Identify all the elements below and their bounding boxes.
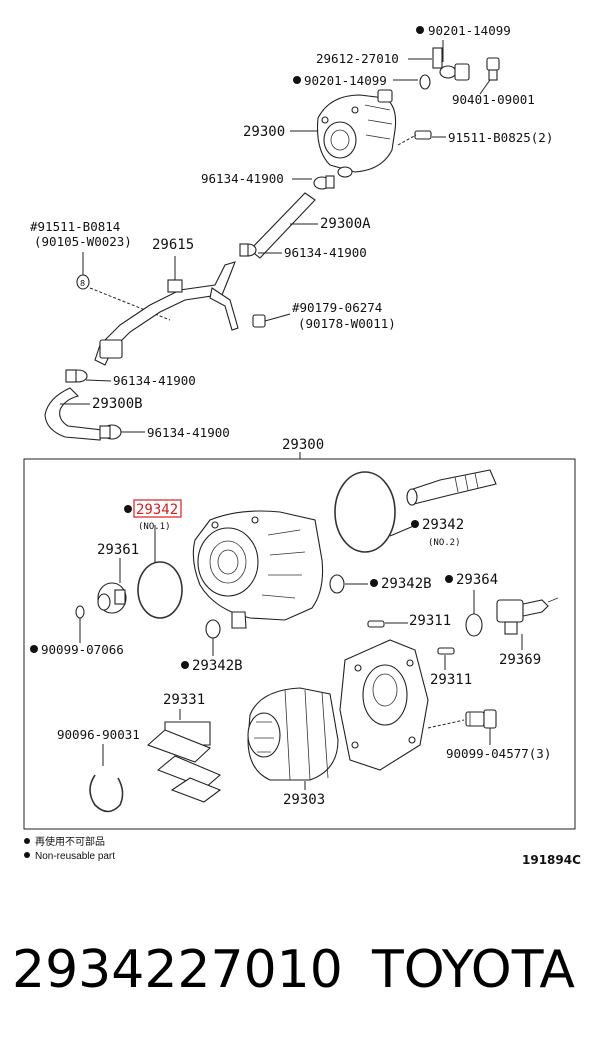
vacuum-pump-icon: [316, 89, 397, 178]
label-29331: 29331: [163, 692, 205, 708]
vacuum-pipe-icon: [94, 261, 239, 366]
o-ring-icon: [137, 561, 183, 619]
label-90099-07066: 90099-07066: [41, 642, 124, 657]
legend-item-jp: 再使用不可部品: [24, 836, 105, 850]
non-reusable-dot: [30, 645, 38, 653]
label-29300A: 29300A: [320, 216, 371, 232]
label-29311-a: 29311: [409, 613, 451, 629]
non-reusable-dot: [370, 579, 378, 587]
label-90179-06274: #90179-06274: [292, 300, 382, 315]
pin-icon: [367, 620, 385, 628]
label-29303: 29303: [283, 792, 325, 808]
bullet-icon: [24, 852, 30, 858]
bolt-icon: [465, 709, 497, 729]
label-29364: 29364: [456, 572, 498, 588]
non-reusable-dot: [293, 76, 301, 84]
snap-ring-icon: [75, 605, 85, 619]
hose-clamp-icon: [65, 369, 88, 383]
o-ring-icon: [329, 574, 345, 594]
label-29311-b: 29311: [430, 672, 472, 688]
label-96134-41900-d: 96134-41900: [147, 425, 230, 440]
label-96134-41900-a: 96134-41900: [201, 171, 284, 186]
label-29342B-left: 29342B: [192, 658, 243, 674]
legend-item-en: Non-reusable part: [24, 850, 115, 864]
check-valve-icon: [496, 597, 559, 635]
label-96134-41900-b: 96134-41900: [284, 245, 367, 260]
brand-name: TOYOTA: [372, 940, 575, 1000]
label-29369: 29369: [499, 652, 541, 668]
label-29300-top: 29300: [243, 124, 285, 140]
label-90096-90031: 90096-90031: [57, 727, 140, 742]
label-90099-04577: 90099-04577(3): [446, 746, 551, 761]
non-reusable-dot: [124, 505, 132, 513]
rotor-icon: [247, 687, 339, 781]
drive-shaft-icon: [406, 469, 497, 506]
pump-housing-icon: [192, 510, 324, 629]
highlight-box: [133, 499, 182, 518]
label-29342-highlighted: 29342: [136, 502, 178, 518]
legend-text-jp: 再使用不可部品: [35, 837, 105, 848]
label-96134-41900-c: 96134-41900: [113, 373, 196, 388]
vacuum-hose-icon: [249, 192, 316, 259]
nut-icon: [252, 314, 266, 328]
label-90401-09001: 90401-09001: [452, 92, 535, 107]
non-reusable-dot: [411, 520, 419, 528]
bolt-icon: [414, 130, 432, 140]
label-29300-box: 29300: [282, 437, 324, 453]
label-no2: (NO.2): [428, 538, 461, 548]
label-90178-W0011: (90178-W0011): [298, 316, 396, 331]
hose-clamp-icon: [239, 243, 257, 257]
legend-text-en: Non-reusable part: [35, 851, 116, 862]
label-91511-B0814: #91511-B0814: [30, 219, 120, 234]
label-90201-14099-mid: 90201-14099: [304, 73, 387, 88]
label-29342-right: 29342: [422, 517, 464, 533]
o-ring-icon: [205, 619, 221, 639]
parts-diagram: 90201-14099 29612-27010 90201-14099 9040…: [23, 23, 576, 830]
label-29615: 29615: [152, 237, 194, 253]
svg-text:8: 8: [80, 279, 85, 288]
label-29342B-right: 29342B: [381, 576, 432, 592]
non-reusable-dot: [416, 26, 424, 34]
non-reusable-dot: [181, 661, 189, 669]
label-90105-W0023: (90105-W0023): [34, 234, 132, 249]
label-90201-14099-top: 90201-14099: [428, 23, 511, 38]
assembly-box: [23, 458, 576, 830]
label-29361: 29361: [97, 542, 139, 558]
end-cover-icon: [339, 639, 429, 771]
rotor-shaft-icon: [97, 582, 127, 614]
o-ring-icon: [334, 471, 396, 553]
pin-icon: [437, 647, 455, 655]
label-29612-27010: 29612-27010: [316, 51, 399, 66]
hose-clamp-icon: [99, 424, 122, 440]
label-no1: (NO.1): [138, 522, 171, 532]
hose-clamp-icon: [313, 175, 335, 190]
label-29300B: 29300B: [92, 396, 143, 412]
bullet-icon: [24, 838, 30, 844]
gasket-icon: [419, 74, 431, 90]
union-bolt-icon: [432, 47, 470, 81]
diagram-code: 191894C: [522, 853, 581, 867]
o-ring-icon: [465, 613, 483, 637]
snap-ring-icon: [89, 774, 124, 813]
part-number: 2934227010: [12, 940, 343, 1000]
vane-icon: [146, 721, 222, 803]
label-91511-B0825: 91511-B0825(2): [448, 130, 553, 145]
bolt-icon: 8: [76, 274, 90, 290]
bolt-icon: [486, 57, 500, 81]
non-reusable-dot: [445, 575, 453, 583]
